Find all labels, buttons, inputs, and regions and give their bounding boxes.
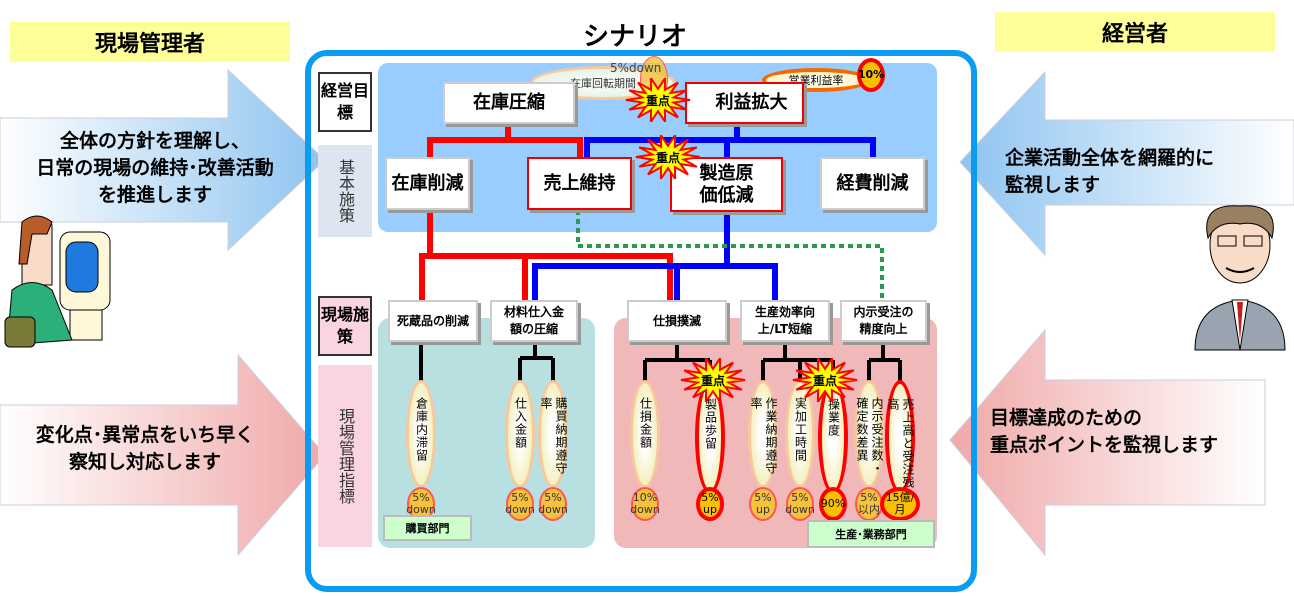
indicator-target-value: 5% down	[785, 487, 815, 521]
indicator-label: 実加工時間	[793, 397, 808, 462]
row-label-basic: 基本施策	[318, 145, 372, 237]
indicator-target-value: 90%	[819, 487, 847, 521]
indicator-label: 製品歩留	[703, 398, 718, 450]
executive-top-message: 企業活動全体を網羅的に監視します	[1005, 147, 1215, 196]
role-label-field-manager: 現場管理者	[10, 22, 290, 62]
scenario-title: シナリオ	[582, 22, 687, 52]
indicator-target-value: 10% down	[630, 487, 660, 521]
indicator-label: 内示受注数・確定数差異	[855, 397, 884, 475]
indicator-target-value: 5% up	[749, 487, 777, 521]
row-label-field: 現場施策	[318, 296, 372, 356]
executive-bottom-message: 目標達成のための重点ポイントを監視します	[990, 407, 1219, 456]
indicator-target-value: 5% down	[538, 487, 568, 521]
focus-burst-icon: 重点	[673, 358, 753, 402]
field-measure-5: 内示受注の精度向上	[840, 300, 927, 342]
arrow-right-bottom	[949, 328, 1266, 557]
focus-label: 重点	[700, 374, 725, 388]
arrow-right-top	[959, 70, 1294, 257]
indicator-label: 操業度	[826, 398, 841, 437]
row-label-goal: 経営目標	[318, 72, 372, 132]
department-production: 生産･業務部門	[807, 520, 935, 548]
indicator-label: 倉庫内滞留	[414, 397, 429, 462]
goal-profit-expansion: 利益拡大	[685, 82, 804, 124]
department-purchasing: 購買部門	[383, 515, 472, 541]
basic-measure-4: 経費削減	[820, 157, 925, 210]
goal-inventory-reduction: 在庫圧縮	[443, 82, 575, 124]
indicator-10: 売上高と受注残高	[885, 380, 915, 494]
indicator-7: 実加工時間	[785, 380, 815, 488]
indicator-target-value: 15億/月	[880, 487, 920, 521]
field-manager-bottom-message: 変化点･異常点をいち早く察知し対応します	[35, 424, 255, 473]
indicator-target-value: 5% 以内	[855, 487, 883, 521]
indicator-target-value: 5% up	[696, 487, 724, 521]
indicator-label: 仕入金額	[513, 397, 528, 449]
kpi-inventory-turnover-value: 5%down	[610, 61, 662, 75]
indicator-label: 購買納期遵守率	[539, 397, 568, 475]
kpi-operating-margin-value: 10%	[857, 58, 885, 92]
field-measure-2: 材料仕入金額の圧縮	[490, 300, 578, 342]
indicator-4: 仕損金額	[630, 380, 660, 488]
focus-burst-icon: 重点	[618, 78, 698, 122]
focus-burst-icon: 重点	[628, 135, 708, 179]
arrow-left-bottom	[0, 353, 326, 557]
role-label-executive: 経営者	[995, 12, 1275, 52]
field-measure-4: 生産効率向上/LT短縮	[740, 300, 830, 342]
indicator-8: 操業度	[818, 380, 848, 494]
indicator-label: 作業納期遵守率	[749, 397, 778, 475]
focus-label: 重点	[655, 151, 680, 165]
scenario-frame	[305, 50, 977, 592]
row-label-index: 現場管理指標	[318, 365, 372, 547]
indicator-label: 仕損金額	[638, 397, 653, 449]
indicator-label: 売上高と受注残高	[886, 398, 915, 489]
field-measure-1: 死蔵品の削減	[388, 300, 478, 342]
indicator-1: 倉庫内滞留	[406, 380, 436, 488]
field-manager-top-message: 全体の方針を理解し、日常の現場の維持･改善活動を推進します	[36, 130, 274, 206]
basic-measure-2: 売上維持	[527, 157, 632, 210]
basic-measure-1: 在庫削減	[385, 157, 470, 210]
focus-label: 重点	[812, 374, 837, 388]
focus-label: 重点	[645, 94, 670, 108]
indicator-6: 作業納期遵守率	[748, 380, 778, 488]
indicator-9: 内示受注数・確定数差異	[854, 380, 884, 488]
field-measure-3: 仕損撲滅	[627, 300, 727, 342]
indicator-2: 仕入金額	[505, 380, 535, 488]
indicator-3: 購買納期遵守率	[538, 380, 568, 488]
field-manager-illustration	[4, 215, 111, 348]
executive-illustration	[1194, 205, 1286, 351]
indicator-target-value: 5% down	[505, 487, 535, 521]
focus-burst-icon: 重点	[785, 358, 865, 402]
